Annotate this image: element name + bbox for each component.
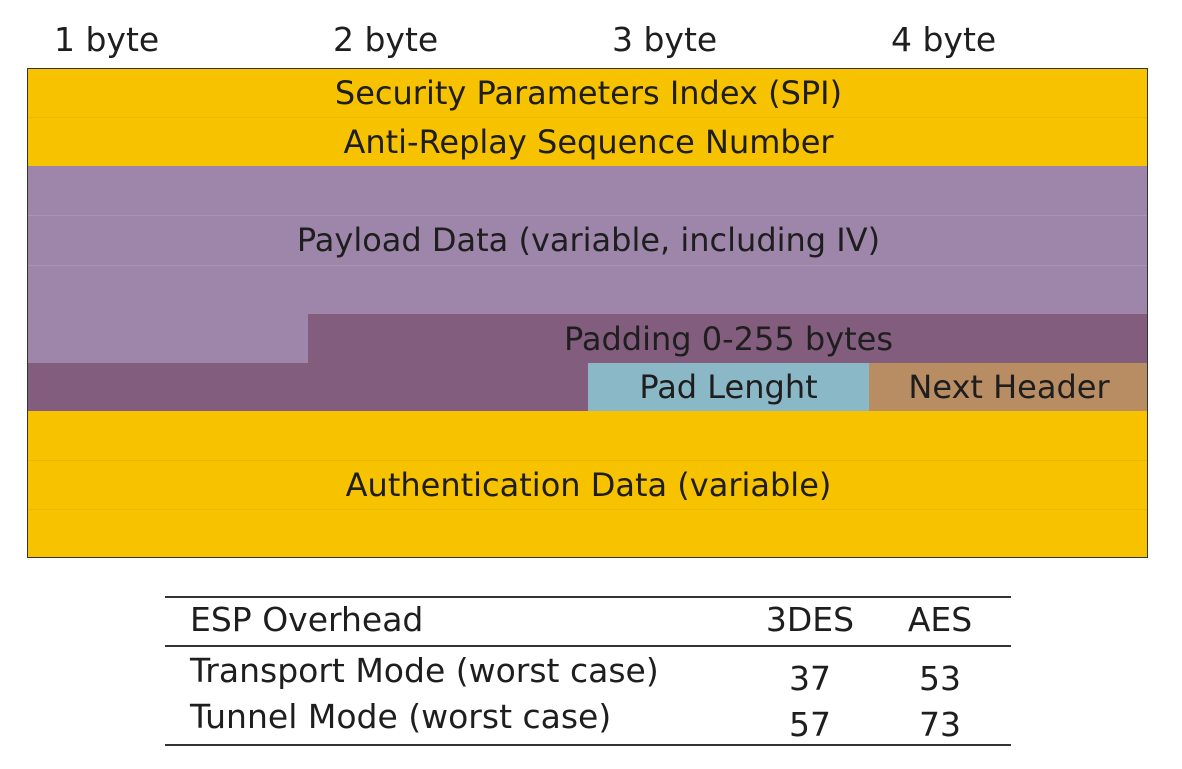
tunnel-aes-value: 73: [919, 705, 961, 744]
row-divider: [28, 117, 1147, 118]
next-header-field: Next Header: [869, 363, 1147, 411]
table-top-rule: [165, 596, 1011, 598]
payload-data-field: Payload Data (variable, including IV): [28, 166, 1147, 314]
row-label-transport: Transport Mode (worst case): [190, 651, 659, 690]
row-divider: [28, 509, 1147, 510]
byte-label-4: 4 byte: [891, 20, 997, 59]
row-divider: [28, 215, 1147, 216]
header-esp-overhead: ESP Overhead: [190, 600, 424, 639]
spi-field: Security Parameters Index (SPI): [28, 69, 1147, 117]
header-3des: 3DES: [765, 600, 855, 639]
pad-length-field: Pad Lenght: [588, 363, 869, 411]
sequence-number-field: Anti-Replay Sequence Number: [28, 118, 1147, 166]
byte-label-1: 1 byte: [54, 20, 160, 59]
padding-field: Padding 0-255 bytes: [308, 314, 1147, 363]
padding-field-continued: [28, 363, 588, 411]
payload-data-tail: [28, 314, 308, 363]
byte-label-2: 2 byte: [333, 20, 439, 59]
table-row: Transport Mode (worst case) 37 53: [165, 649, 1011, 698]
row-label-tunnel: Tunnel Mode (worst case): [190, 697, 612, 736]
transport-aes-value: 53: [919, 659, 961, 698]
authentication-data-field: Authentication Data (variable): [28, 411, 1147, 557]
row-divider: [28, 265, 1147, 266]
byte-label-3: 3 byte: [612, 20, 718, 59]
table-row: Tunnel Mode (worst case) 57 73: [165, 695, 1011, 744]
transport-3des-value: 37: [789, 659, 831, 698]
tunnel-3des-value: 57: [789, 705, 831, 744]
esp-packet-diagram: Security Parameters Index (SPI) Anti-Rep…: [27, 68, 1148, 558]
table-header-row: ESP Overhead 3DES AES: [165, 598, 1011, 642]
row-divider: [28, 460, 1147, 461]
table-bottom-rule: [165, 744, 1011, 746]
header-aes: AES: [907, 600, 973, 639]
table-header-rule: [165, 645, 1011, 647]
